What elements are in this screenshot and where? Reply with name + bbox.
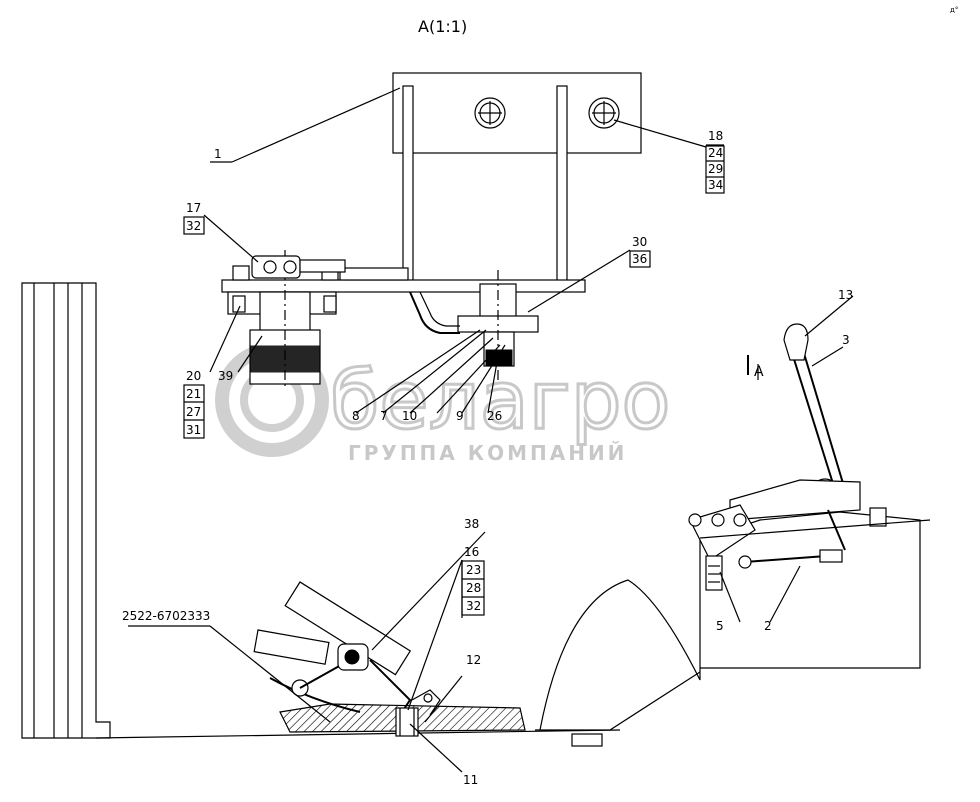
callout-16: 16 (464, 545, 479, 559)
callout-23: 23 (466, 563, 481, 577)
watermark-subtitle: ГРУППА КОМПАНИЙ (348, 441, 627, 465)
callout-30: 30 (632, 235, 647, 249)
callout-5: 5 (716, 619, 724, 633)
callout-13: 13 (838, 288, 853, 302)
view-title: A(1:1) (418, 17, 467, 36)
watermark: белагро ГРУППА КОМПАНИЙ (215, 343, 672, 465)
callout-1: 1 (214, 147, 222, 161)
callout-32-lower: 32 (466, 599, 481, 613)
callout-24: 24 (708, 146, 723, 160)
callout-12: 12 (466, 653, 481, 667)
hand-lever-assembly (688, 323, 931, 591)
watermark-brand: белагро (330, 354, 670, 447)
callout-39: 39 (218, 369, 233, 383)
cab-wall (21, 282, 111, 739)
callout-11: 11 (463, 773, 478, 787)
callout-26: 26 (487, 409, 502, 423)
callout-7: 7 (380, 409, 388, 423)
callout-10: 10 (402, 409, 417, 423)
bracket-plate-upper (392, 72, 642, 287)
callout-34: 34 (708, 178, 723, 192)
callout-28: 28 (466, 581, 481, 595)
pedal-assembly (253, 581, 441, 737)
callout-17: 17 (186, 201, 201, 215)
callout-38: 38 (464, 517, 479, 531)
section-mark: A (754, 364, 764, 380)
callout-3: 3 (842, 333, 850, 347)
callout-36: 36 (632, 252, 647, 266)
callout-21: 21 (186, 387, 201, 401)
callout-18: 18 (708, 129, 723, 143)
callout-8: 8 (352, 409, 360, 423)
cab-floor (95, 511, 921, 747)
callout-9: 9 (456, 409, 464, 423)
callout-32-upper: 32 (186, 219, 201, 233)
callout-31: 31 (186, 423, 201, 437)
callout-20: 20 (186, 369, 201, 383)
callout-part-number: 2522-6702333 (122, 609, 210, 623)
corner-mark: д° (950, 6, 958, 14)
callout-27: 27 (186, 405, 201, 419)
leader-lines (128, 87, 854, 773)
callout-labels: 1 18 24 29 34 17 32 30 36 20 21 27 31 39… (122, 129, 853, 787)
callout-2: 2 (764, 619, 772, 633)
mounting-base-upper (221, 250, 586, 390)
callout-29: 29 (708, 162, 723, 176)
